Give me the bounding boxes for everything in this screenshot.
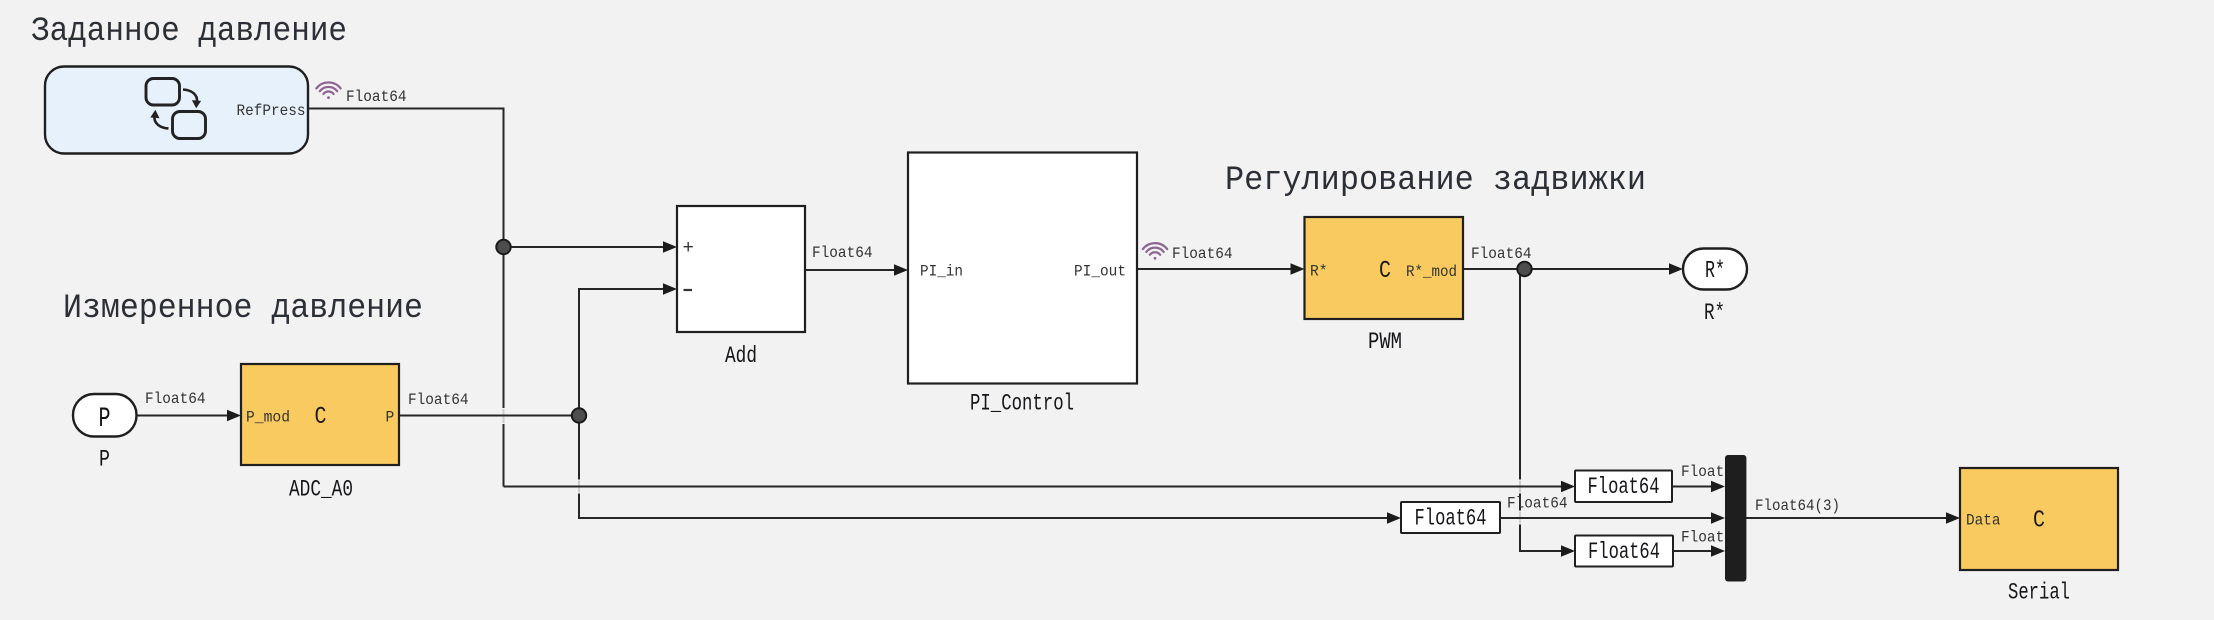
svg-text:PI_Control: PI_Control	[970, 391, 1074, 417]
svg-text:PWM: PWM	[1368, 329, 1402, 355]
svg-text:R*_mod: R*_mod	[1406, 263, 1457, 281]
svg-text:+: +	[683, 237, 694, 259]
svg-text:Измеренное давление: Измеренное давление	[63, 290, 423, 328]
svg-text:Float64: Float64	[1415, 506, 1487, 532]
svg-text:P: P	[99, 404, 111, 435]
svg-text:Float64: Float64	[346, 88, 407, 106]
svg-text:Data: Data	[1966, 512, 2001, 530]
svg-text:ADC_A0: ADC_A0	[289, 477, 353, 503]
svg-text:Float64(3): Float64(3)	[1755, 497, 1840, 515]
svg-text:P_mod: P_mod	[246, 409, 290, 427]
svg-text:C: C	[1379, 258, 1391, 285]
svg-text:PI_in: PI_in	[920, 263, 963, 281]
svg-text:Serial: Serial	[2008, 580, 2070, 606]
svg-text:P: P	[99, 447, 110, 473]
svg-text:Float64: Float64	[1471, 245, 1532, 263]
svg-text:Float64: Float64	[1588, 474, 1660, 500]
svg-text:R*: R*	[1705, 258, 1725, 285]
svg-text:P: P	[386, 409, 395, 427]
svg-text:Float64: Float64	[1172, 245, 1233, 263]
svg-text:R*: R*	[1310, 263, 1328, 281]
svg-text:Float64: Float64	[145, 390, 206, 408]
svg-text:Float64: Float64	[1588, 539, 1660, 565]
svg-text:Add: Add	[725, 343, 757, 369]
svg-text:C: C	[2033, 508, 2045, 535]
svg-text:RefPress: RefPress	[237, 102, 306, 120]
svg-text:C: C	[315, 404, 327, 431]
svg-text:Регулирование задвижки: Регулирование задвижки	[1225, 162, 1646, 200]
svg-text:PI_out: PI_out	[1074, 263, 1126, 281]
svg-text:R*: R*	[1704, 300, 1725, 326]
svg-text:Float64: Float64	[812, 244, 873, 262]
svg-text:Заданное давление: Заданное давление	[31, 13, 347, 51]
svg-text:Float64: Float64	[408, 391, 469, 409]
svg-text:Float64: Float64	[1507, 495, 1568, 513]
